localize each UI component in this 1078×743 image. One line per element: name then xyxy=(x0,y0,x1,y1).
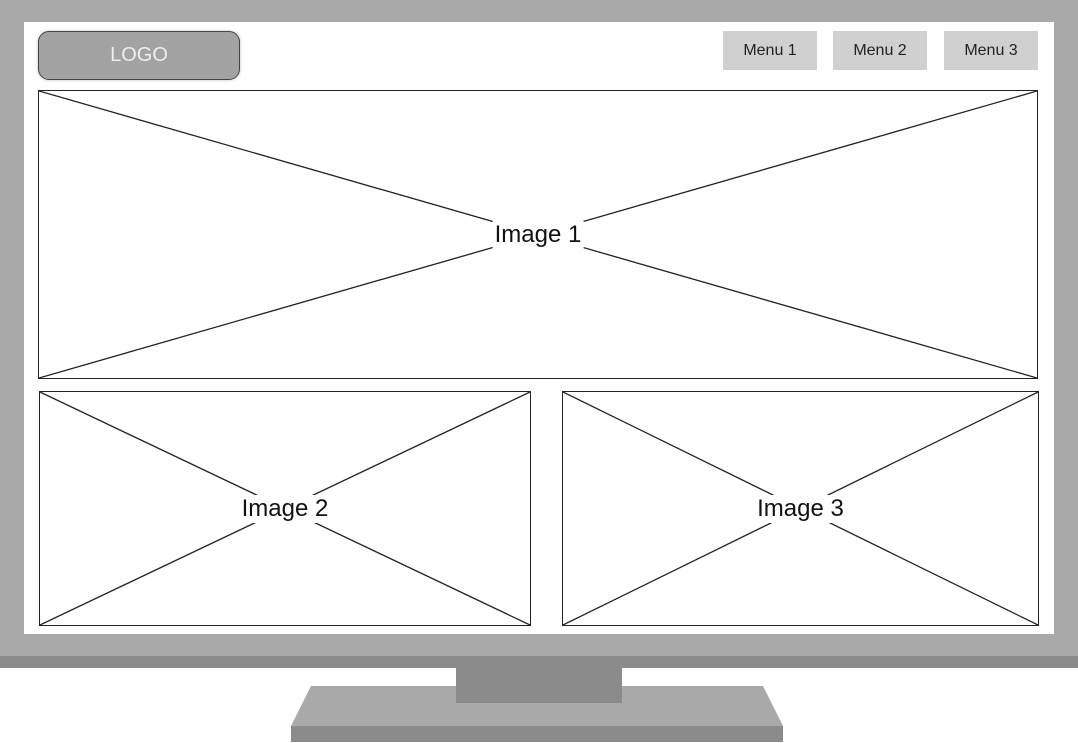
image-placeholder-3: Image 3 xyxy=(562,391,1039,626)
image-label: Image 2 xyxy=(239,494,331,523)
image-placeholder-1: Image 1 xyxy=(38,90,1038,379)
image-label: Image 3 xyxy=(755,494,846,523)
menu-item-1[interactable]: Menu 1 xyxy=(723,31,817,70)
image-label: Image 1 xyxy=(492,220,584,249)
monitor-bezel-bottom xyxy=(0,656,1078,668)
image-placeholder-2: Image 2 xyxy=(39,391,531,626)
logo[interactable]: LOGO xyxy=(38,31,240,80)
menu-item-2[interactable]: Menu 2 xyxy=(833,31,927,70)
menu-item-3[interactable]: Menu 3 xyxy=(944,31,1038,70)
